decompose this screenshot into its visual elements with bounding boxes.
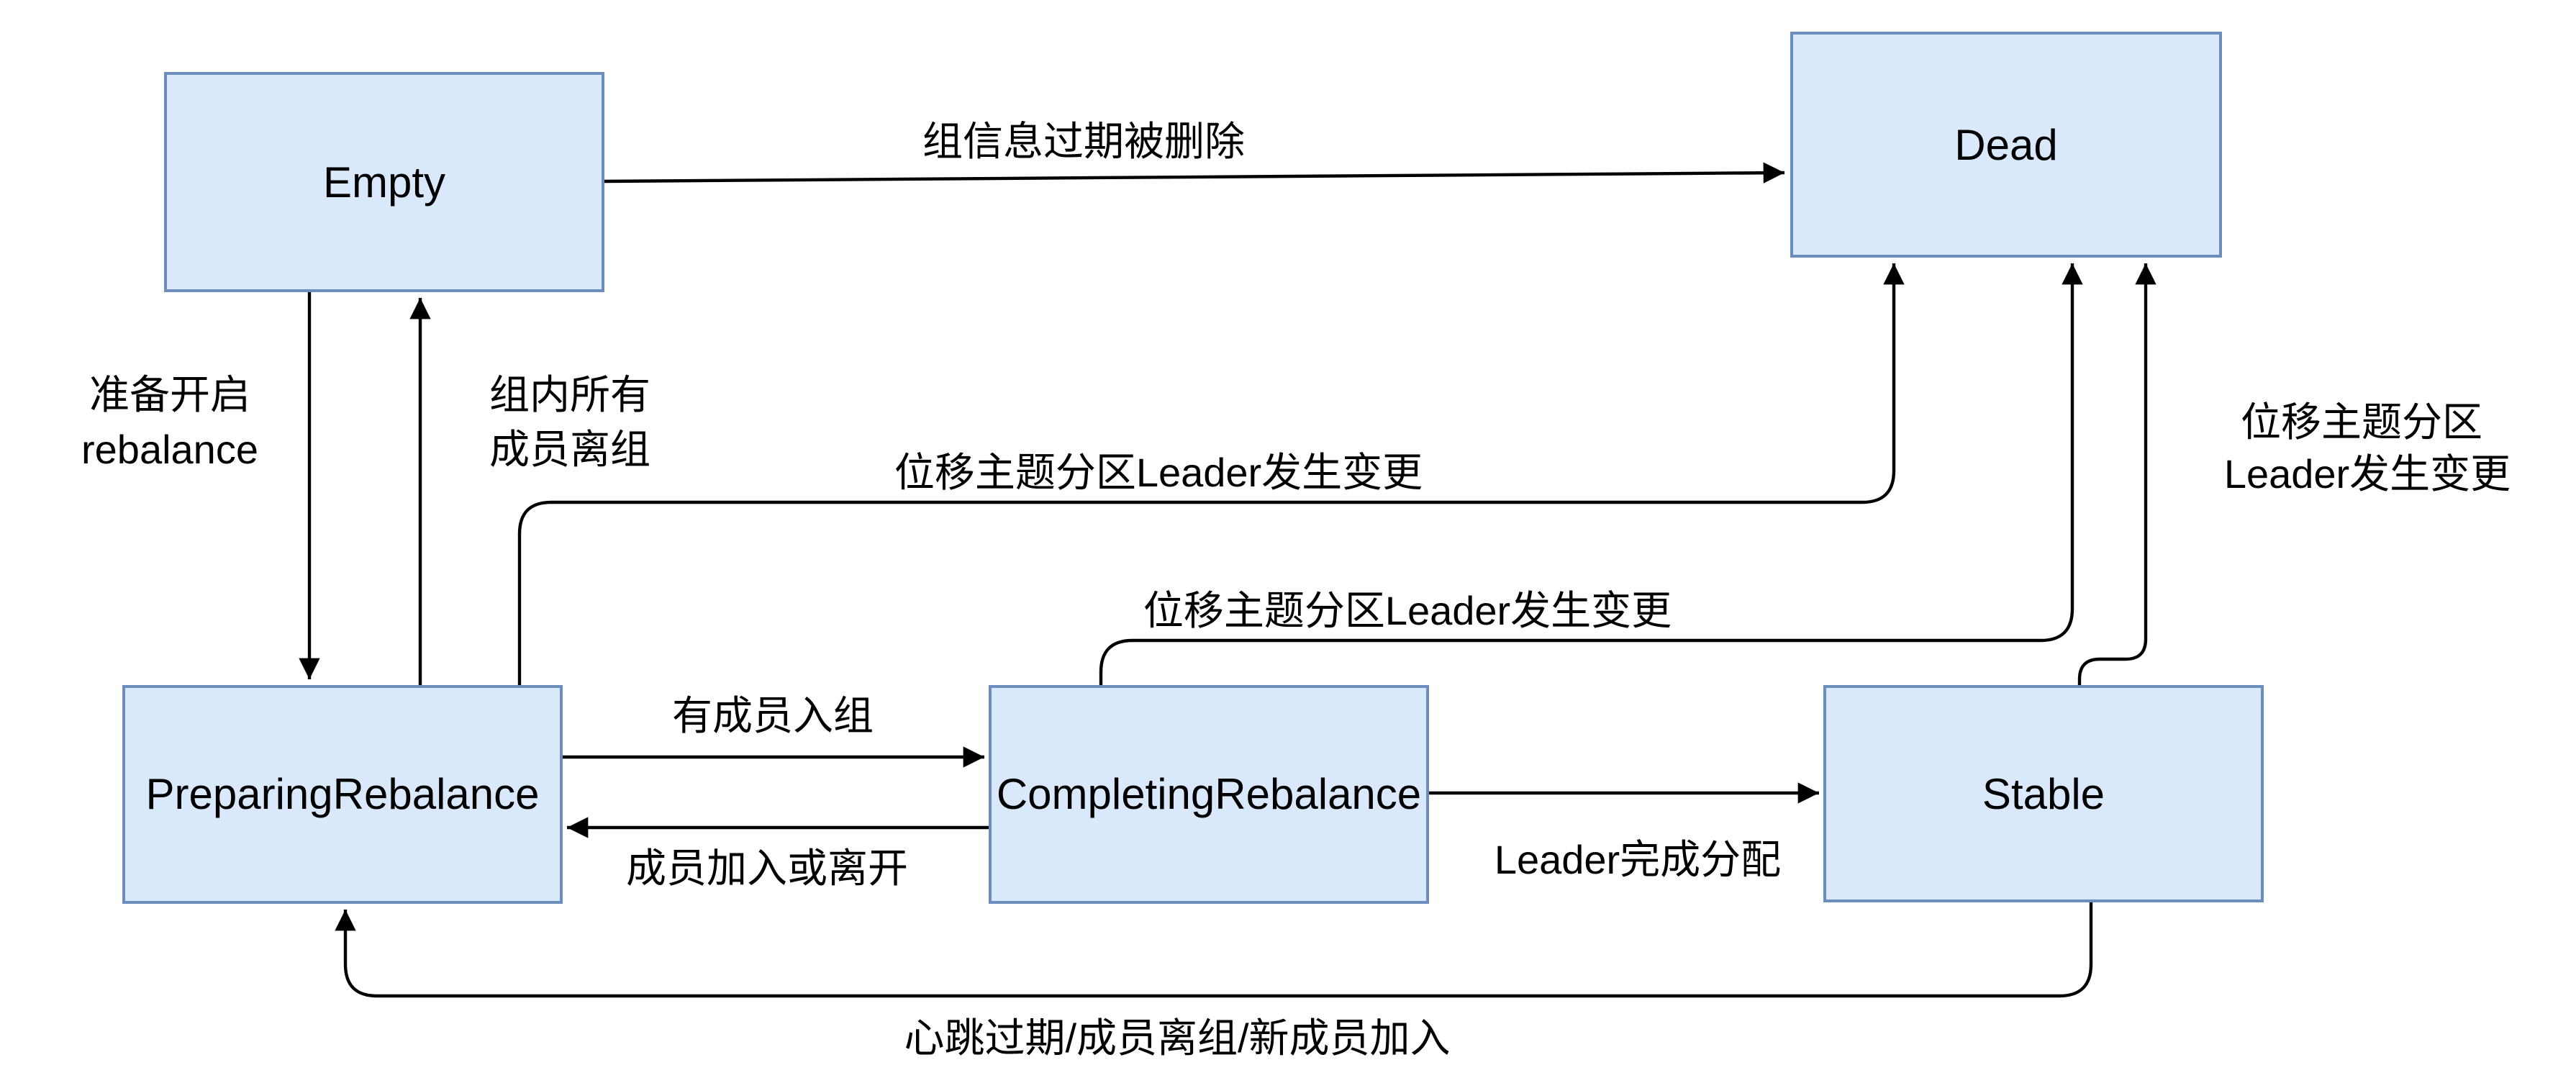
edge-empty-to-dead [602, 162, 1785, 183]
state-label-stable: Stable [1982, 770, 2105, 818]
state-node-preparing-rebalance: PreparingRebalance [122, 685, 563, 904]
edge-label-preparing-to-completing: 有成员入组 [672, 693, 874, 738]
state-node-stable: Stable [1823, 685, 2264, 902]
state-rect-dead [1790, 32, 2222, 258]
edge-label-completing-to-stable: Leader完成分配 [1495, 837, 1781, 882]
edge-label-empty-to-dead: 组信息过期被删除 [922, 119, 1245, 164]
edge-completing-to-dead [1099, 263, 2083, 686]
state-label-empty: Empty [323, 158, 445, 207]
state-rect-empty [164, 72, 604, 292]
edge-label-stable-to-dead-line1: 位移主题分区 [2241, 399, 2482, 445]
state-rect-stable [1823, 685, 2264, 902]
edge-label-completing-to-dead: 位移主题分区Leader发生变更 [1143, 588, 1672, 633]
edge-label-empty-to-preparing-line2: rebalance [81, 427, 258, 472]
edge-preparing-to-dead [517, 263, 1905, 686]
edge-label-completing-to-preparing: 成员加入或离开 [626, 846, 908, 891]
edge-label-preparing-to-empty-line2: 成员离组 [489, 427, 650, 472]
state-label-dead: Dead [1954, 121, 2057, 169]
edge-stable-to-dead [2077, 263, 2157, 686]
edge-label-empty-to-preparing-line1: 准备开启 [89, 372, 250, 417]
edge-label-stable-to-preparing: 心跳过期/成员离组/新成员加入 [904, 1015, 1450, 1061]
edge-stable-to-preparing [335, 901, 2093, 998]
edge-label-preparing-to-dead: 位移主题分区Leader发生变更 [894, 450, 1423, 495]
state-label-completing-rebalance: CompletingRebalance [997, 770, 1421, 818]
state-rect-preparing-rebalance [122, 685, 563, 904]
state-rect-completing-rebalance [989, 685, 1429, 904]
state-node-empty: Empty [164, 72, 604, 292]
edge-label-stable-to-dead-line2: Leader发生变更 [2224, 451, 2511, 497]
edge-label-preparing-to-empty-line1: 组内所有 [489, 372, 650, 417]
state-node-dead: Dead [1790, 32, 2222, 258]
state-label-preparing-rebalance: PreparingRebalance [145, 770, 539, 818]
state-node-completing-rebalance: CompletingRebalance [989, 685, 1429, 904]
